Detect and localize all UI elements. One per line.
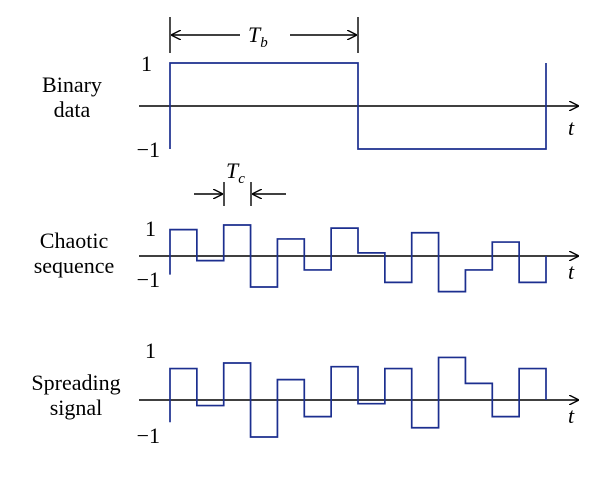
binary-data-panel: Binary data 1 −1 t <box>42 51 578 162</box>
spreading-signal-waveform <box>169 356 547 438</box>
spreading-signal-axis-variable: t <box>568 403 575 428</box>
chaotic-sequence-label-line2: sequence <box>34 253 115 278</box>
chaotic-sequence-bottom-tick: −1 <box>137 267 160 292</box>
spreading-signal-panel: Spreading signal 1 −1 t <box>31 338 578 448</box>
spreading-signal-label-line2: signal <box>50 395 103 420</box>
binary-data-label-line2: data <box>54 97 91 122</box>
binary-data-axis-variable: t <box>568 115 575 140</box>
chaotic-sequence-waveform <box>169 224 547 293</box>
binary-data-waveform <box>169 62 547 150</box>
spreading-signal-top-tick: 1 <box>145 338 156 363</box>
binary-data-label-line1: Binary <box>42 72 102 97</box>
binary-data-top-tick: 1 <box>141 51 152 76</box>
chip-period-label: Tc <box>226 158 245 187</box>
chip-period-annotation: Tc <box>194 158 286 206</box>
chaotic-sequence-label-line1: Chaotic <box>40 228 109 253</box>
spreading-signal-label-line1: Spreading <box>31 370 120 395</box>
binary-data-bottom-tick: −1 <box>137 137 160 162</box>
chaotic-sequence-panel: Chaotic sequence 1 −1 t <box>34 216 578 293</box>
bit-period-annotation: Tb <box>169 17 359 53</box>
spreading-signal-bottom-tick: −1 <box>137 423 160 448</box>
chaotic-sequence-top-tick: 1 <box>145 216 156 241</box>
chaotic-sequence-axis-variable: t <box>568 259 575 284</box>
bit-period-label: Tb <box>248 22 268 51</box>
